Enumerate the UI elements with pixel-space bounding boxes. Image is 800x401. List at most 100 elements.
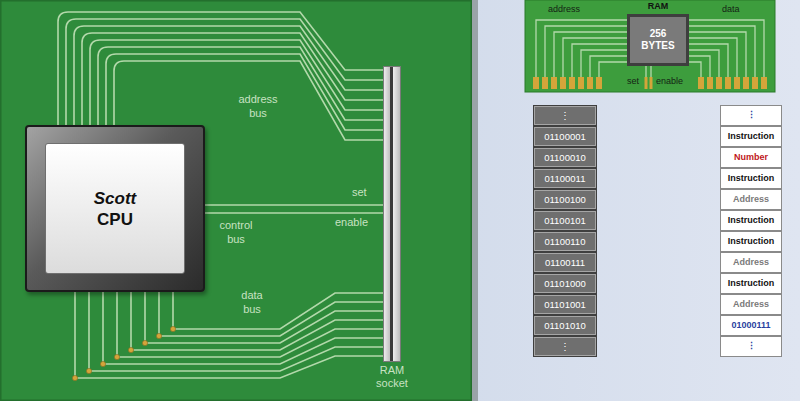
pin-dot xyxy=(156,333,161,338)
pin xyxy=(743,77,749,89)
address-cell: 01100010 xyxy=(533,147,597,168)
pin xyxy=(569,77,575,89)
pin xyxy=(645,77,648,89)
data-trace xyxy=(689,44,728,78)
pin-group-name: address xyxy=(548,4,580,14)
data-trace xyxy=(689,62,701,78)
address-trace xyxy=(581,50,627,78)
pin-dot xyxy=(128,347,133,352)
pin-dot xyxy=(114,354,119,359)
data-trace xyxy=(689,26,755,78)
address-cell: 01101010 xyxy=(533,315,597,336)
memory-cell: Instruction xyxy=(720,273,782,294)
memory-cell: Address xyxy=(720,294,782,315)
cpu-chip: ScottCPU xyxy=(25,125,205,292)
pin-dot xyxy=(170,326,175,331)
pin xyxy=(707,77,713,89)
pin xyxy=(752,77,758,89)
address-cell: 01100100 xyxy=(533,189,597,210)
data-trace xyxy=(689,20,764,78)
address-cell: 01100101 xyxy=(533,210,597,231)
bus-wire xyxy=(117,292,383,357)
address-cell: 01100110 xyxy=(533,231,597,252)
address-trace xyxy=(554,32,627,78)
pin xyxy=(716,77,722,89)
pin-dot xyxy=(100,361,105,366)
memory-cell: Instruction xyxy=(720,231,782,252)
data-trace xyxy=(689,50,719,78)
pin-dot xyxy=(142,340,147,345)
address-cell: 01100001 xyxy=(533,126,597,147)
bus-wire xyxy=(103,292,383,364)
memory-cell: 01000111 xyxy=(720,315,782,336)
bus-wire xyxy=(89,292,383,371)
bus-wire xyxy=(82,33,383,125)
bus-wire xyxy=(90,40,383,125)
address-trace xyxy=(599,62,627,78)
bus-label: control bus xyxy=(212,218,260,246)
pin-group-name: data xyxy=(722,4,740,14)
pin-name: set xyxy=(627,76,639,86)
data-trace xyxy=(689,38,737,78)
memory-cell: Number xyxy=(720,147,782,168)
memory-cell: Instruction xyxy=(720,168,782,189)
cpu-face: ScottCPU xyxy=(45,143,185,274)
cpu-brand: Scott xyxy=(94,188,137,209)
memory-cell: Address xyxy=(720,189,782,210)
address-trace xyxy=(563,38,627,78)
ram-traces xyxy=(536,20,764,78)
cpu-name: CPU xyxy=(97,209,133,230)
address-cell: 01100011 xyxy=(533,168,597,189)
memory-cell: Address xyxy=(720,252,782,273)
bus-wire xyxy=(98,47,383,125)
address-trace xyxy=(536,20,627,78)
pin xyxy=(587,77,593,89)
signal-name: set xyxy=(352,186,367,198)
ram-board xyxy=(525,0,775,92)
pin xyxy=(551,77,557,89)
address-trace xyxy=(545,26,627,78)
pin xyxy=(761,77,767,89)
pin xyxy=(698,77,704,89)
ram-chip-body: 256 BYTES xyxy=(627,14,689,66)
bus-wire xyxy=(75,292,383,378)
pin xyxy=(734,77,740,89)
bus-label: address bus xyxy=(234,92,282,120)
signal-name: enable xyxy=(335,216,368,228)
pin xyxy=(542,77,548,89)
address-cell: ⋮ xyxy=(533,336,597,357)
memory-cell: ⋮ xyxy=(720,105,782,126)
address-trace xyxy=(572,44,627,78)
pin xyxy=(533,77,539,89)
board-edge xyxy=(472,0,478,401)
bus-wire xyxy=(173,292,383,329)
bus-wire xyxy=(205,212,383,214)
ram-pins xyxy=(533,77,767,89)
bus-wire xyxy=(106,54,383,130)
address-trace xyxy=(590,56,627,78)
pin-dot xyxy=(86,368,91,373)
pin xyxy=(650,77,653,89)
chip-label: RAM xyxy=(622,1,694,12)
chip-capacity: 256 BYTES xyxy=(636,28,680,52)
address-cell: 01101000 xyxy=(533,273,597,294)
memory-cell: ⋮ xyxy=(720,336,782,357)
pin xyxy=(560,77,566,89)
bus-connector xyxy=(205,205,383,213)
pin xyxy=(578,77,584,89)
pin xyxy=(725,77,731,89)
control-trace xyxy=(646,66,651,78)
memory-cell: Instruction xyxy=(720,126,782,147)
socket-label: RAM socket xyxy=(365,364,419,390)
address-cell: 01100111 xyxy=(533,252,597,273)
bus-connector xyxy=(72,292,383,381)
pin-dot xyxy=(72,375,77,380)
bus-wire xyxy=(159,292,383,336)
bus-wire xyxy=(145,292,383,343)
ram-socket: RAM socket xyxy=(383,66,401,362)
data-trace xyxy=(689,32,746,78)
bus-wire xyxy=(205,204,383,206)
motherboard xyxy=(0,0,472,401)
data-trace xyxy=(689,56,710,78)
